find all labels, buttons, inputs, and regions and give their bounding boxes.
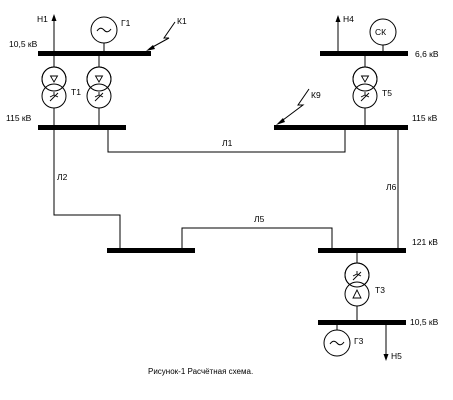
voltage-115-left: 115 кВ xyxy=(6,113,32,123)
label-l1: Л1 xyxy=(222,138,233,148)
label-l5: Л5 xyxy=(254,214,265,224)
bus-bottom xyxy=(318,320,406,325)
load-n4 xyxy=(335,15,341,51)
label-g3: Г3 xyxy=(354,336,364,346)
load-n1 xyxy=(51,14,57,51)
bus-115-right xyxy=(274,125,408,130)
line-l2 xyxy=(53,130,121,248)
label-n5: Н5 xyxy=(391,351,402,361)
label-n4: Н4 xyxy=(343,14,354,24)
label-t5: Т5 xyxy=(382,88,392,98)
label-l2: Л2 xyxy=(57,172,68,182)
voltage-top-left: 10,5 кВ xyxy=(9,39,38,49)
voltage-top-right: 6,6 кВ xyxy=(415,49,439,59)
bus-121 xyxy=(318,248,406,253)
transformer-t3 xyxy=(344,253,370,320)
transformer-t5 xyxy=(352,56,378,125)
label-k9: К9 xyxy=(311,90,321,100)
label-g1: Г1 xyxy=(121,18,131,28)
bus-top-right xyxy=(320,51,408,56)
label-n1: Н1 xyxy=(37,14,48,24)
label-sk: СК xyxy=(375,27,386,37)
bus-middle-left xyxy=(107,248,195,253)
bus-top-left xyxy=(38,51,151,56)
generator-g3 xyxy=(323,325,351,357)
label-k1: К1 xyxy=(177,16,187,26)
figure-caption: Рисунок-1 Расчётная схема. xyxy=(148,367,253,376)
load-n5 xyxy=(383,325,389,361)
bus-115-left xyxy=(38,125,126,130)
label-l6: Л6 xyxy=(386,182,397,192)
voltage-bottom: 10,5 кВ xyxy=(410,317,439,327)
transformer-t1 xyxy=(41,56,112,125)
label-t1: Т1 xyxy=(71,87,81,97)
line-l5 xyxy=(181,227,333,248)
fault-k9-icon xyxy=(276,88,310,125)
label-t3: Т3 xyxy=(375,285,385,295)
voltage-115-right: 115 кВ xyxy=(412,113,438,123)
synchronous-compensator-sk xyxy=(369,18,397,51)
generator-g1 xyxy=(90,16,118,51)
voltage-121: 121 кВ xyxy=(412,237,438,247)
line-l1 xyxy=(107,130,346,153)
fault-k1-icon xyxy=(146,21,176,51)
